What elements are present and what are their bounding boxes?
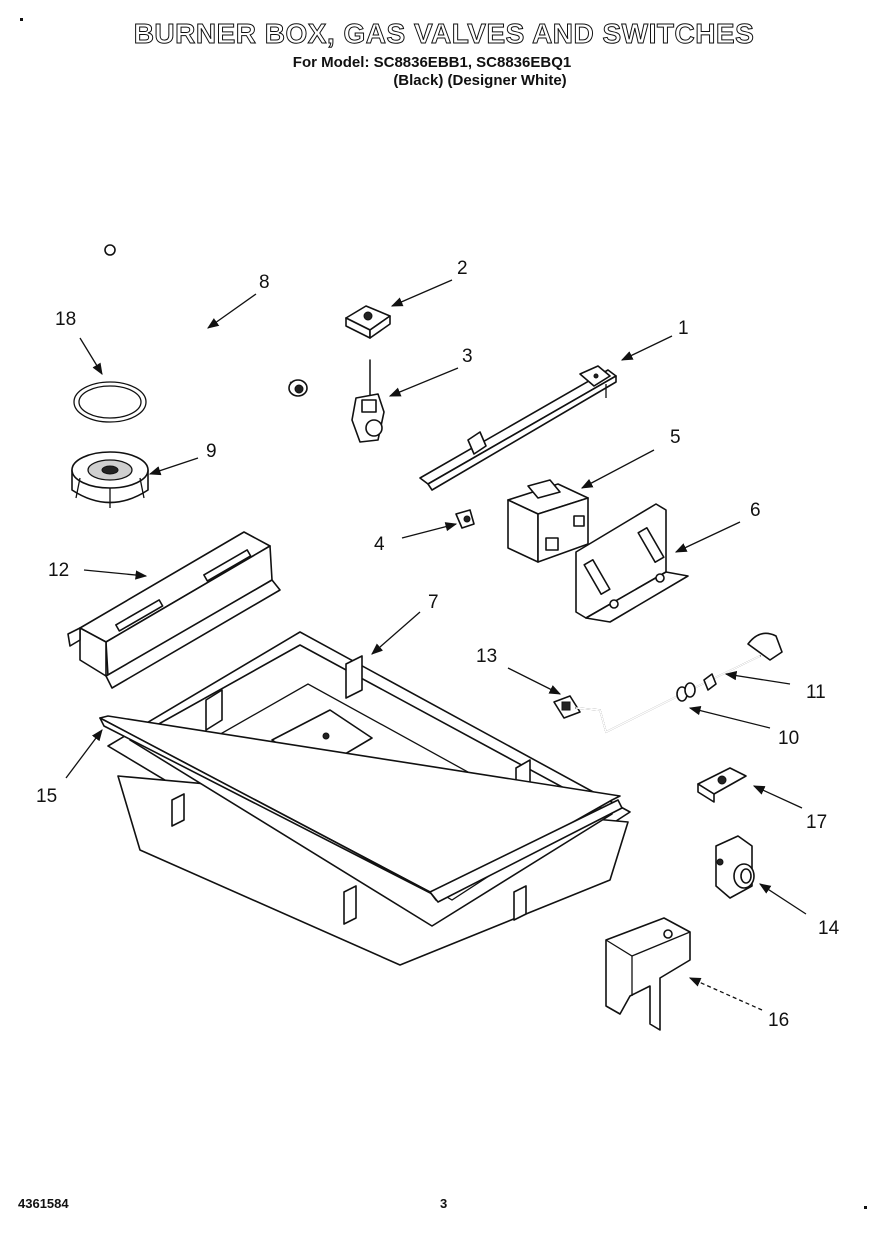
callout-7: 7 bbox=[428, 592, 439, 613]
part-5-spark-module bbox=[507, 479, 589, 563]
corner-mark bbox=[864, 1206, 867, 1209]
part-4-screw bbox=[455, 509, 475, 529]
part-2-clip bbox=[345, 305, 391, 339]
callout-15: 15 bbox=[36, 786, 57, 807]
part-8-gas-tube bbox=[104, 244, 308, 397]
callout-14: 14 bbox=[818, 918, 840, 939]
page-title: BURNER BOX, GAS VALVES AND SWITCHES bbox=[133, 18, 755, 50]
model-line: For Model: SC8836EBB1, SC8836EBQ1 bbox=[292, 54, 572, 71]
callout-11: 11 bbox=[806, 682, 826, 703]
callout-6: 6 bbox=[750, 500, 761, 521]
callout-3: 3 bbox=[462, 346, 473, 367]
callout-12: 12 bbox=[48, 560, 69, 581]
variant-line: (Black) (Designer White) bbox=[393, 72, 567, 89]
part-15-burner-box-rail bbox=[99, 715, 623, 903]
callout-4: 4 bbox=[374, 534, 385, 555]
part-6-mounting-bracket bbox=[575, 503, 689, 623]
page-number: 3 bbox=[440, 1196, 448, 1211]
part-9-burner-base bbox=[71, 451, 149, 508]
part-13-connector bbox=[553, 695, 581, 719]
callout-numbers: 8 2 3 1 18 9 4 5 6 12 7 13 11 10 15 17 1… bbox=[36, 258, 840, 1031]
document-number: 4361584 bbox=[18, 1196, 69, 1211]
callout-1: 1 bbox=[678, 318, 689, 339]
leader-lines bbox=[65, 279, 807, 1011]
callout-2: 2 bbox=[457, 258, 468, 279]
part-11-electrode bbox=[703, 632, 783, 691]
part-12-cross-bracket bbox=[67, 531, 281, 689]
corner-mark bbox=[20, 18, 23, 21]
callout-16: 16 bbox=[768, 1010, 789, 1031]
callout-8: 8 bbox=[259, 272, 270, 293]
part-14-switch bbox=[715, 835, 755, 899]
part-10-electrode-wire bbox=[575, 655, 761, 734]
part-18-burner-ring bbox=[73, 381, 147, 423]
callout-10: 10 bbox=[778, 728, 799, 749]
part-17-clip bbox=[697, 767, 747, 803]
callout-17: 17 bbox=[806, 812, 827, 833]
callout-13: 13 bbox=[476, 646, 497, 667]
part-3-valve bbox=[351, 359, 385, 443]
part-1-bracket-rail bbox=[419, 365, 617, 491]
callout-5: 5 bbox=[670, 427, 681, 448]
callout-9: 9 bbox=[206, 441, 217, 462]
part-16-shield bbox=[605, 917, 691, 1031]
callout-18: 18 bbox=[55, 309, 76, 330]
